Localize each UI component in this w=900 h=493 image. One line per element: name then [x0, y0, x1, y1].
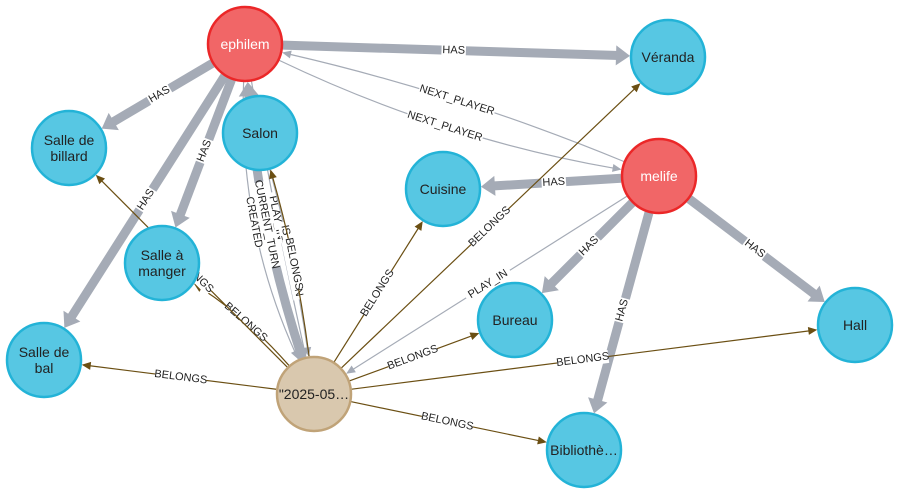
edge-belongs-game-to-hall[interactable]: BELONGS	[351, 326, 818, 390]
edge-arrowhead	[171, 210, 190, 228]
edge-label-background	[541, 175, 567, 190]
edge-arrowhead	[303, 346, 312, 357]
node-ephilem[interactable]: ephilem	[206, 5, 284, 83]
edge-arrowhead	[807, 285, 825, 303]
node-circle	[545, 411, 623, 489]
edge-label: HAS	[442, 44, 465, 57]
edge-arrowhead	[346, 365, 356, 374]
edge-label-background	[462, 264, 514, 304]
node-circle	[275, 355, 353, 433]
node-biblio[interactable]: Bibliothè…	[545, 411, 623, 489]
node-circle	[476, 281, 554, 359]
node-label-line: Salle à	[141, 247, 184, 263]
node-label-line: billard	[50, 148, 87, 164]
node-circle	[123, 224, 201, 302]
node-circle	[629, 18, 707, 96]
node-label-line: bal	[35, 360, 54, 376]
edge-has-melife-to-cuisine[interactable]: HAS	[480, 173, 622, 196]
edge-label-background	[556, 350, 610, 370]
edge-label-background	[251, 181, 282, 268]
node-label: ephilem	[220, 36, 269, 52]
node-label: Bureau	[492, 312, 537, 328]
edge-arrowhead	[81, 361, 92, 370]
node-cuisine[interactable]: Cuisine	[404, 150, 482, 228]
node-game[interactable]: "2025-05…	[275, 355, 353, 433]
node-label-line: manger	[138, 263, 186, 279]
node-label-line: Salle de	[44, 132, 95, 148]
edge-label-background	[417, 82, 497, 119]
edge-arrowhead	[807, 326, 818, 335]
edge-label-background	[222, 300, 270, 345]
edge-arrowhead	[612, 164, 622, 172]
node-circle	[5, 321, 83, 399]
edge-arrowhead	[63, 310, 81, 328]
node-bureau[interactable]: Bureau	[476, 281, 554, 359]
node-circle	[221, 94, 299, 172]
node-label: Hall	[843, 317, 867, 333]
node-circle	[620, 137, 698, 215]
edge-has-melife-to-biblio[interactable]: HAS	[588, 211, 654, 414]
edge-arrowhead	[480, 175, 496, 196]
edge-arrowhead	[541, 276, 559, 294]
node-label: Bibliothè…	[550, 442, 618, 458]
edge-arrowhead	[269, 169, 277, 180]
edge-has-ephilem-to-veranda[interactable]: HAS	[282, 40, 631, 66]
node-circle	[206, 5, 284, 83]
edge-label-background	[242, 195, 266, 249]
node-circle	[404, 150, 482, 228]
edge-arrowhead	[95, 174, 106, 185]
edge-belongs-game-to-bal[interactable]: BELONGS	[81, 361, 277, 390]
edge-label-background	[386, 342, 440, 373]
edge-label-background	[441, 43, 467, 58]
edge-label: HAS	[542, 176, 565, 189]
edge-label-background	[466, 204, 513, 250]
edge-arrowhead	[615, 45, 631, 66]
node-label: Cuisine	[420, 181, 467, 197]
edges-layer: HASHASHASHASNEXT_PLAYERNEXT_PLAYERHASHAS…	[63, 40, 825, 445]
node-label: Véranda	[642, 49, 695, 65]
edge-arrowhead	[101, 112, 119, 131]
edge-arrowhead	[537, 436, 547, 445]
edge-arrowhead	[469, 332, 480, 340]
node-salon[interactable]: Salon	[221, 94, 299, 172]
node-melife[interactable]: melife	[620, 137, 698, 215]
edge-label-background	[145, 82, 174, 107]
edge-label-background	[133, 185, 159, 214]
edge-label-background	[575, 232, 603, 260]
edge-label-background	[405, 108, 485, 145]
edge-arrowhead	[414, 221, 423, 231]
node-circle	[816, 286, 894, 364]
edge-has-melife-to-bureau[interactable]: HAS	[541, 199, 636, 294]
node-label: melife	[640, 168, 678, 184]
edge-arrowhead	[631, 83, 641, 93]
edge-label-background	[282, 237, 306, 291]
edge-label-background	[420, 410, 474, 434]
edge-label-background	[741, 236, 769, 262]
edge-label-background	[154, 367, 208, 387]
node-hall[interactable]: Hall	[816, 286, 894, 364]
edge-label-background	[612, 296, 632, 324]
edge-label-background	[194, 137, 215, 165]
edge-label: HAS	[613, 298, 631, 323]
node-label: Salon	[242, 125, 278, 141]
edge-label-background	[358, 267, 397, 319]
node-label: "2025-05…	[279, 386, 349, 402]
node-label-line: Salle de	[19, 344, 70, 360]
edge-arrowhead	[588, 397, 608, 414]
node-circle	[30, 109, 108, 187]
edge-arrowhead	[238, 81, 259, 97]
node-veranda[interactable]: Véranda	[629, 18, 707, 96]
edge-arrowhead	[282, 50, 292, 59]
